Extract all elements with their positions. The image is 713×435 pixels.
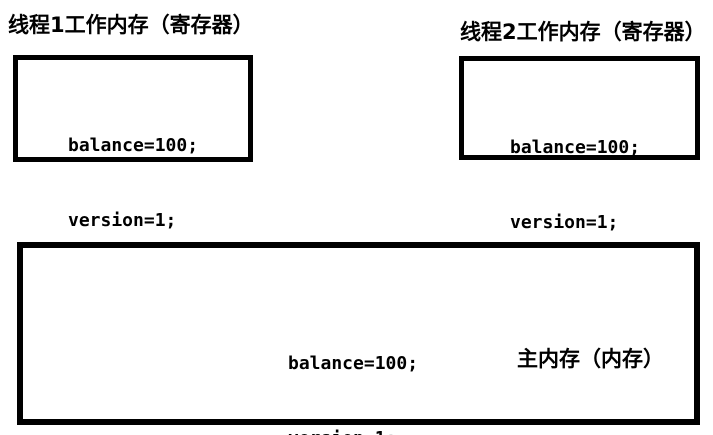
thread2-code-line-version: version=1;	[510, 212, 619, 233]
thread1-title: 线程1工作内存（寄存器）	[8, 13, 254, 37]
thread1-code-line-version: version=1;	[68, 210, 177, 231]
thread2-code-line-balance: balance=100;	[510, 137, 641, 158]
main-memory-code-block: balance=100; version=1;	[288, 301, 418, 435]
thread1-code-line-balance: balance=100;	[68, 135, 199, 156]
thread2-title: 线程2工作内存（寄存器）	[460, 20, 706, 44]
main-memory-box: balance=100; version=1; 主内存（内存）	[17, 242, 700, 435]
thread2-working-memory-box: balance=100; version=1;	[459, 56, 700, 233]
thread2-code-block: balance=100; version=1;	[510, 85, 695, 285]
main-memory-label: 主内存（内存）	[517, 347, 664, 371]
main-memory-code-line-version: version=1;	[288, 426, 418, 435]
thread1-code-block: balance=100; version=1;	[68, 83, 248, 283]
thread1-working-memory-box: balance=100; version=1;	[13, 55, 253, 231]
main-memory-code-line-balance: balance=100;	[288, 353, 419, 374]
